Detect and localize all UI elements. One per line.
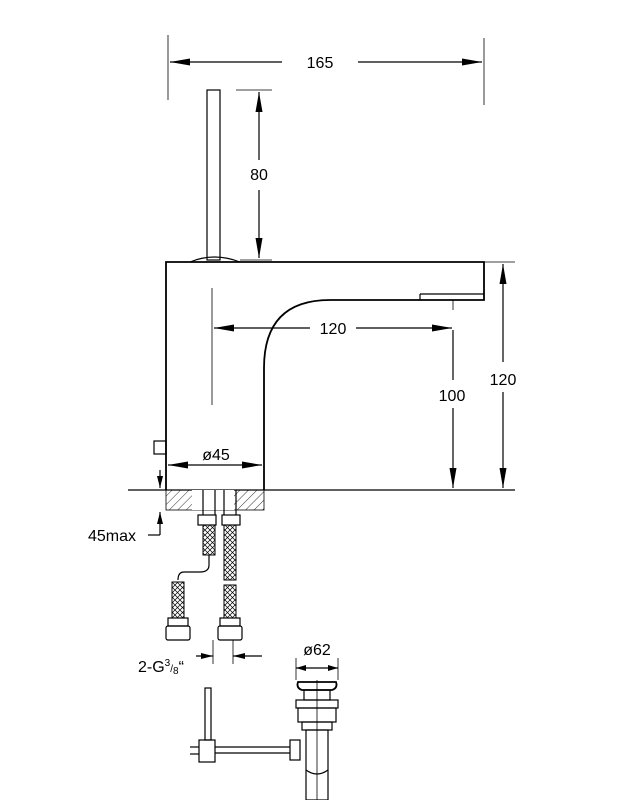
lever-height-dimension: 80: [236, 89, 272, 261]
waste-diameter-label: ø62: [303, 642, 331, 659]
waste-valve: ø62: [295, 642, 339, 800]
side-knob: [153, 440, 167, 455]
spout-reach-dimension: 120: [214, 321, 452, 338]
total-height-label: 120: [490, 372, 517, 389]
faucet-body: [153, 261, 485, 490]
total-height-dimension: 120: [484, 261, 517, 488]
lever-height-label: 80: [250, 167, 268, 184]
counter-surface: [128, 489, 515, 511]
thread-label: 2-G3/8“: [138, 658, 184, 677]
deck-thickness-dimension: 45max: [88, 470, 163, 545]
lever-handle: [189, 89, 241, 263]
deck-thickness-label: 45max: [88, 528, 136, 545]
supply-hoses: [165, 490, 243, 641]
overall-width-dimension: 165: [167, 35, 485, 105]
spout-height-label: 100: [439, 388, 466, 405]
overall-width-label: 165: [307, 55, 334, 72]
popup-linkage: [190, 687, 301, 763]
base-diameter-label: ø45: [202, 447, 230, 464]
thread-dimension: 2-G3/8“: [138, 640, 262, 677]
spout-height-dimension: 100: [439, 300, 466, 488]
spout-reach-label: 120: [320, 321, 347, 338]
base-diameter-dimension: ø45: [168, 447, 262, 469]
